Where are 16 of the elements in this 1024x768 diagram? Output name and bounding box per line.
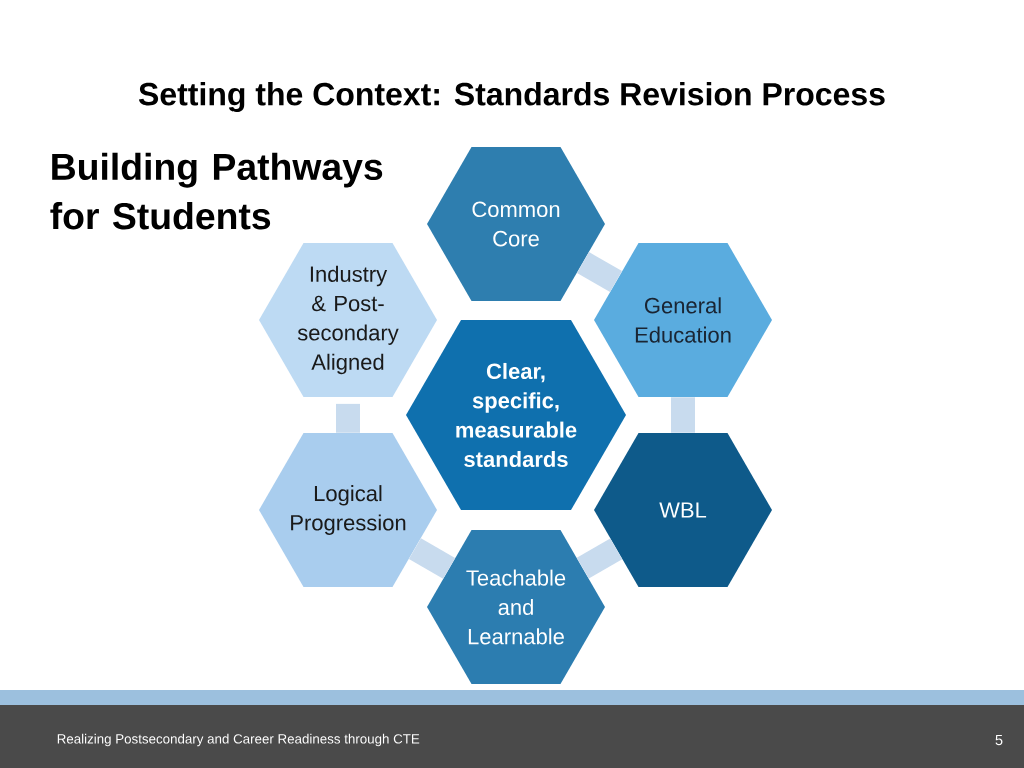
hexagon: Industry & Post-secondary Aligned bbox=[259, 243, 437, 397]
hexagon: General Education bbox=[594, 243, 772, 397]
connector bbox=[577, 252, 622, 292]
connector bbox=[671, 397, 695, 433]
hexagon: WBL bbox=[594, 433, 772, 587]
heading: Building Pathways for Students bbox=[50, 152, 383, 230]
connector bbox=[408, 538, 456, 579]
footer-text: Realizing Postsecondary and Career Readiness through CTE bbox=[57, 733, 420, 747]
hexagon: Logical Progression bbox=[259, 433, 437, 587]
hexagon: Teachable and Learnable bbox=[427, 530, 605, 684]
connector bbox=[576, 538, 623, 579]
slide-title: Setting the Context: Standards Revision Process bbox=[138, 82, 885, 112]
hexagon: Clear, specific, measurable standards bbox=[406, 320, 626, 510]
hexagon: Common Core bbox=[427, 147, 605, 301]
page-number: 5 bbox=[995, 734, 1003, 746]
connector bbox=[336, 403, 360, 433]
